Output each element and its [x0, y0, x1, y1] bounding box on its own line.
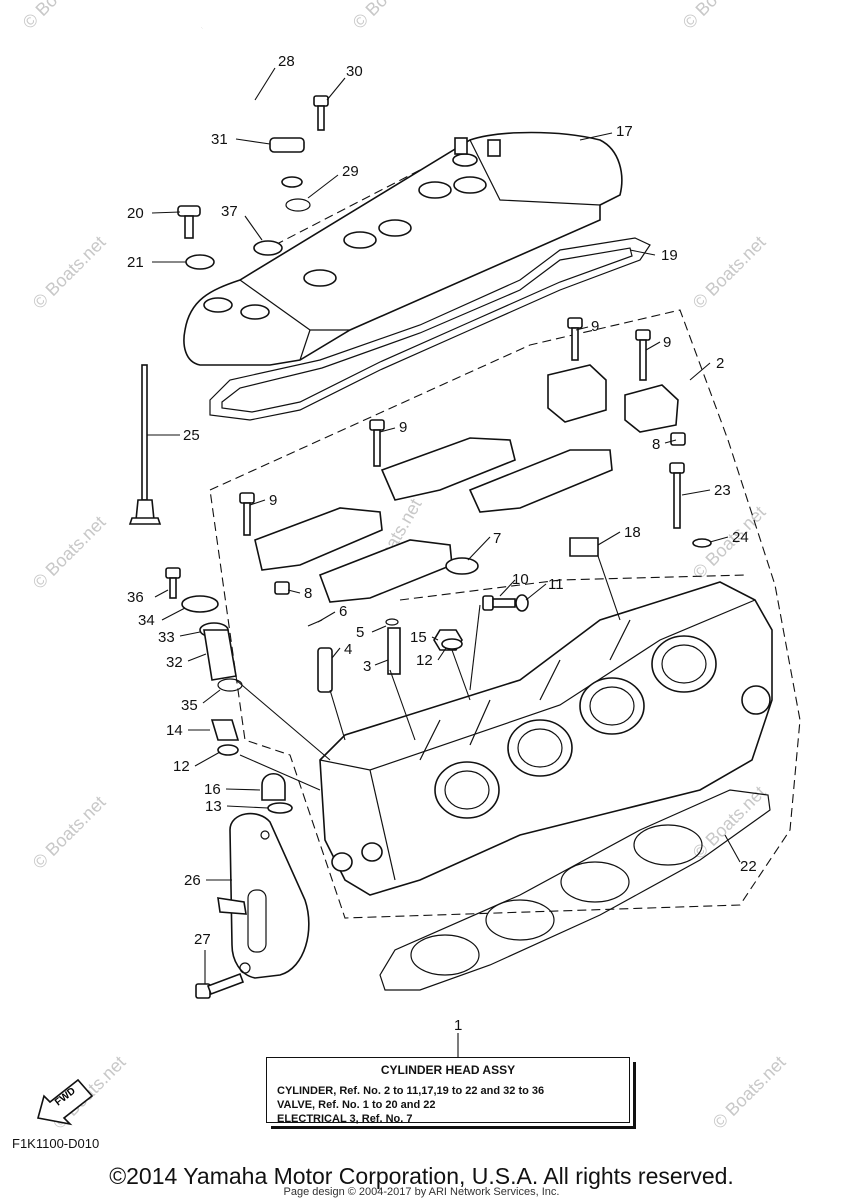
hose-clamp	[269, 137, 305, 153]
callout-16: 16	[204, 781, 221, 798]
watermark: © Boats.net	[349, 0, 430, 33]
callout-21: 21	[127, 254, 144, 271]
copyright-notice: ©2014 Yamaha Motor Corporation, U.S.A. A…	[109, 1163, 734, 1189]
cylinder-head	[319, 581, 773, 896]
callout-35: 35	[181, 697, 198, 714]
valve-seal	[317, 647, 333, 693]
callout-33: 33	[158, 629, 175, 646]
callout-9a: 9	[591, 318, 599, 335]
assembly-legend: CYLINDER HEAD ASSY CYLINDER, Ref. No. 2 …	[266, 1057, 636, 1129]
head-gasket	[379, 789, 771, 991]
washer-13	[267, 802, 293, 814]
leader-lines	[147, 67, 741, 1057]
legend-line: ELECTRICAL 3, Ref. No. 7	[277, 1113, 413, 1125]
bolt-20	[177, 205, 201, 239]
washer-12	[441, 638, 463, 650]
callout-9d: 9	[269, 492, 277, 509]
watermark: © Boats.net	[19, 0, 100, 33]
callout-4: 4	[344, 641, 352, 658]
watermark: © Boats.net	[679, 0, 760, 33]
callout-25: 25	[183, 427, 200, 444]
callout-17: 17	[616, 123, 633, 140]
fwd-arrow: FWD	[36, 1078, 94, 1126]
valve-guide	[387, 627, 401, 675]
cap-nut-16	[261, 772, 286, 801]
washer-34	[181, 595, 219, 613]
callout-3: 3	[363, 658, 371, 675]
sleeve-32	[203, 629, 237, 681]
watermark: © Boats.net	[29, 792, 110, 873]
washer-12b	[217, 744, 239, 756]
callout-28: 28	[278, 53, 295, 70]
callout-29: 29	[342, 163, 359, 180]
callout-24: 24	[732, 529, 749, 546]
callout-37: 37	[221, 203, 238, 220]
callout-19: 19	[661, 247, 678, 264]
callout-9b: 9	[663, 334, 671, 351]
callout-26: 26	[184, 872, 201, 889]
callout-13: 13	[205, 798, 222, 815]
callout-12b: 12	[173, 758, 190, 775]
callout-34: 34	[138, 612, 155, 629]
callout-11: 11	[548, 576, 564, 593]
o-ring-35	[217, 678, 243, 692]
camshaft-caps	[239, 317, 686, 603]
legend-line: CYLINDER, Ref. No. 2 to 11,17,19 to 22 a…	[277, 1085, 545, 1097]
collar-14	[210, 719, 240, 741]
callout-31: 31	[211, 131, 228, 148]
legend-line: VALVE, Ref. No. 1 to 20 and 22	[277, 1099, 436, 1111]
bolt-10	[482, 595, 516, 611]
head-cover	[183, 131, 623, 366]
callout-9c: 9	[399, 419, 407, 436]
grommet-21	[185, 254, 215, 270]
callout-20: 20	[127, 205, 144, 222]
callout-8a: 8	[652, 436, 660, 453]
watermark: © Boats.net	[29, 512, 110, 593]
callout-7: 7	[493, 530, 501, 547]
callout-18: 18	[624, 524, 641, 541]
legend-title: CYLINDER HEAD ASSY	[380, 1063, 516, 1077]
diagram-code: F1K1100-D010	[12, 1136, 100, 1151]
callout-22: 22	[740, 858, 757, 875]
callout-23: 23	[714, 482, 731, 499]
watermark: © Boats.net	[689, 232, 770, 313]
callout-32: 32	[166, 654, 183, 671]
plug-37	[253, 240, 283, 256]
washer-11	[515, 594, 529, 612]
washer-24	[692, 538, 712, 548]
callout-6: 6	[339, 603, 347, 620]
callout-30: 30	[346, 63, 363, 80]
callout-5: 5	[356, 624, 364, 641]
callout-8b: 8	[304, 585, 312, 602]
bolt-30	[313, 95, 329, 131]
callout-27: 27	[194, 931, 211, 948]
bolt-27	[195, 972, 245, 999]
callout-15: 15	[410, 629, 427, 646]
legend-lines: CYLINDER, Ref. No. 2 to 11,17,19 to 22 a…	[267, 1084, 629, 1126]
callout-1: 1	[454, 1017, 462, 1034]
plug-7	[445, 557, 479, 575]
callout-2: 2	[716, 355, 724, 372]
callout-12a: 12	[416, 652, 433, 669]
bracket	[217, 812, 310, 979]
circlip	[385, 618, 399, 626]
o-ring-29	[285, 198, 311, 212]
watermark: © Boats.net	[709, 1052, 790, 1133]
callout-10: 10	[512, 571, 529, 588]
tappet-18	[569, 537, 599, 557]
cable-tie	[128, 364, 162, 525]
breather-hose	[180, 24, 305, 188]
callout-numbers: 28 30 31 17 29 20 37 21 19 25 9 9 2 9 8 …	[127, 53, 757, 1034]
callout-14: 14	[166, 722, 183, 739]
callout-36: 36	[127, 589, 144, 606]
bolt-36	[165, 567, 181, 599]
page-design-credit: Page design © 2004-2017 by ARI Network S…	[283, 1186, 560, 1198]
watermark: © Boats.net	[29, 232, 110, 313]
